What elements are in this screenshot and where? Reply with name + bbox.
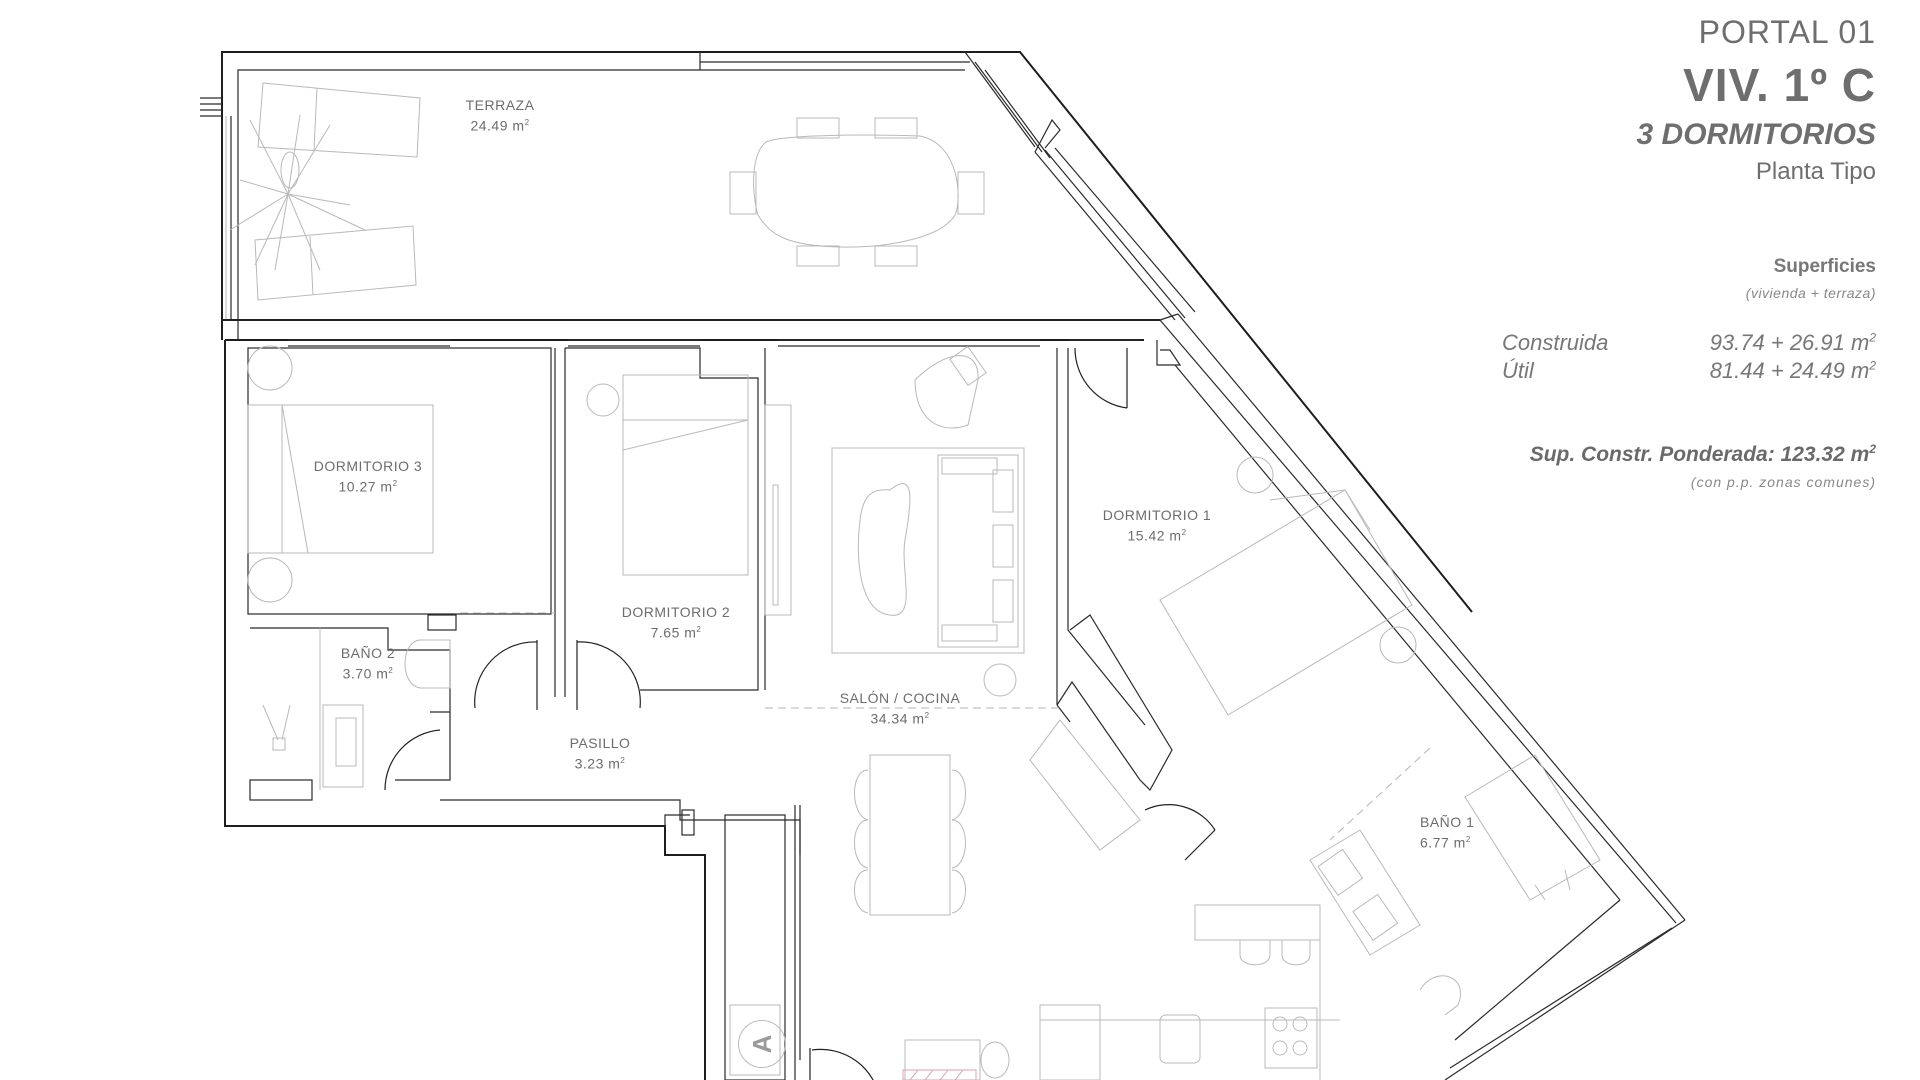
room-area: 7.65 m: [650, 624, 697, 641]
bedrooms-count: 3 DORMITORIOS: [1636, 118, 1876, 151]
elevator-icon: A: [738, 1020, 786, 1068]
surface-row-construida: Construida 93.74 + 26.91 m2: [1502, 330, 1876, 355]
surface-value: 81.44 + 24.49 m: [1709, 358, 1870, 383]
surface-value: 93.74 + 26.91 m: [1709, 330, 1870, 355]
room-label-bano-2: BAÑO 2 3.70 m2: [340, 645, 396, 682]
terrace-dining-table: [729, 117, 985, 267]
surfaces-title: Superficies: [1773, 256, 1876, 277]
room-label-dormitorio-1: DORMITORIO 1 15.42 m2: [1102, 507, 1212, 544]
room-name: DORMITORIO 3: [313, 458, 423, 474]
portal-title: PORTAL 01: [1698, 14, 1876, 50]
doors: [384, 347, 1216, 1080]
furniture: [247, 345, 1601, 1080]
surface-row-util: Útil 81.44 + 24.49 m2: [1502, 358, 1876, 383]
interior-walls: [247, 340, 1431, 1080]
room-area: 6.77 m: [1420, 834, 1466, 851]
room-area: 3.23 m: [574, 755, 621, 772]
weighted-surface-note: (con p.p. zonas comunes): [1690, 474, 1876, 490]
room-area: 15.42 m: [1127, 527, 1182, 544]
room-name: TERRAZA: [465, 97, 535, 113]
room-name: DORMITORIO 1: [1102, 507, 1212, 523]
room-label-dormitorio-3: DORMITORIO 3 10.27 m2: [313, 458, 423, 495]
weighted-surface: Sup. Constr. Ponderada: 123.32 m2: [1529, 442, 1876, 466]
room-label-dormitorio-2: DORMITORIO 2 7.65 m2: [621, 604, 731, 641]
room-name: BAÑO 2: [340, 645, 396, 661]
terrace-area: [200, 51, 1473, 613]
room-area: 3.70 m: [342, 665, 389, 682]
room-name: DORMITORIO 2: [621, 604, 731, 620]
entry-hatch: [902, 1069, 977, 1080]
palm-plant-icon: [229, 114, 366, 271]
room-area: 10.27 m: [338, 478, 393, 495]
floor-type: Planta Tipo: [1755, 158, 1876, 185]
room-label-salon-cocina: SALÓN / COCINA 34.34 m2: [839, 690, 961, 727]
room-label-bano-1: BAÑO 1 6.77 m2: [1420, 814, 1475, 851]
unit-title: VIV. 1º C: [1683, 59, 1876, 111]
room-label-terraza: TERRAZA 24.49 m2: [465, 97, 535, 134]
surfaces-subtitle: (vivienda + terraza): [1745, 285, 1876, 301]
room-area: 24.49 m: [470, 117, 525, 134]
room-area: 34.34 m: [870, 710, 925, 727]
room-name: SALÓN / COCINA: [839, 690, 961, 706]
room-name: PASILLO: [569, 735, 631, 751]
surface-label: Útil: [1502, 358, 1534, 383]
room-label-pasillo: PASILLO 3.23 m2: [569, 735, 631, 772]
outer-walls: [224, 313, 1686, 1080]
surface-label: Construida: [1502, 330, 1609, 355]
room-name: BAÑO 1: [1420, 814, 1475, 830]
